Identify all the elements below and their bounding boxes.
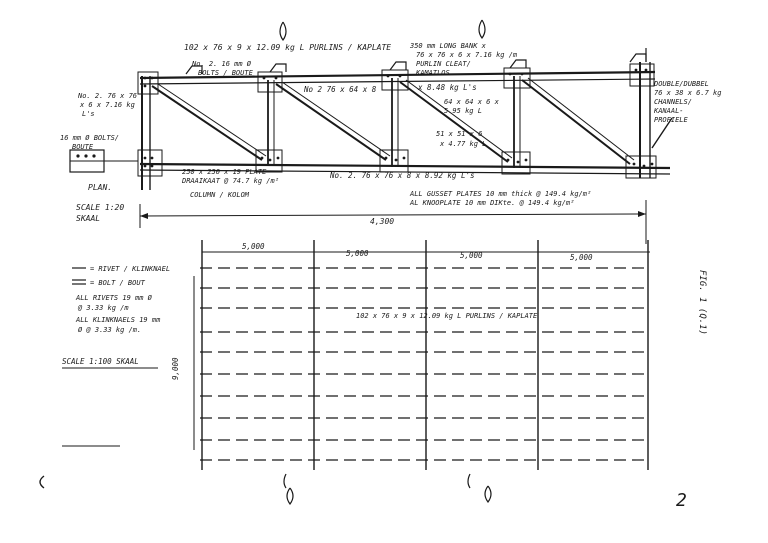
legend-rivet: = RIVET / KLINKNAEL: [90, 265, 170, 273]
plan-dim-3: 5,000: [460, 251, 483, 260]
truss-annotations: 102 x 76 x 9 x 12.09 kg L PURLINS / KAPL…: [60, 42, 721, 226]
top-purlin-label: 102 x 76 x 9 x 12.09 kg L PURLINS / KAPL…: [184, 43, 391, 52]
plan-label: PLAN.: [88, 183, 112, 192]
corner-mark: [39, 475, 45, 489]
left-bolts-label-1: 16 mm Ø BOLTS/: [60, 134, 119, 142]
plan-view: [62, 240, 650, 506]
top-member-label: No 2 76 x 64 x 8: [303, 85, 377, 94]
page-number: 2: [676, 490, 687, 511]
bottom-chord-label: No. 2. 76 x 76 x 8 x 8.92 kg L's: [329, 171, 475, 180]
plate-label-2: DRAAIKAAT @ 74.7 kg /m²: [181, 177, 279, 185]
diag-51-label-b: x 4.77 kg L: [439, 140, 486, 148]
scale1-label: SCALE 1:20: [76, 203, 124, 212]
diag-64-label-b: 5.95 kg L: [444, 107, 482, 115]
cleat-label-4: KAMATLOS: [415, 69, 450, 77]
plate-label-1: 250 x 250 x 19 PLATE: [182, 168, 267, 176]
column-label: COLUMN / KOLOM: [190, 191, 250, 199]
plan-height-dim: 9,000: [171, 357, 180, 380]
rivets-note-3: ALL KLINKNAELS 19 mm: [75, 316, 161, 324]
diag-64-label: 64 x 64 x 6 x: [444, 98, 500, 106]
gusset-label-1: ALL GUSSET PLATES 10 mm thick @ 149.4 kg…: [409, 190, 591, 198]
weight-848-label: x 8.48 kg L's: [417, 83, 477, 92]
double-channel-label-5: PROFIELE: [654, 116, 689, 124]
span-dimension: 4,300: [370, 217, 394, 226]
plan-dim-4: 5,000: [570, 253, 593, 262]
rivets-note-1: ALL RIVETS 19 mm Ø: [75, 294, 153, 302]
plan-dim-1: 5,000: [242, 242, 265, 251]
cleat-label-3: PURLIN CLEAT/: [416, 60, 471, 68]
bolts-label-top-af: BOLTS / BOUTE: [198, 69, 254, 77]
rivets-note-2: @ 3.33 kg /m: [77, 304, 129, 312]
double-channel-label-1: DOUBLE/DUBBEL: [653, 80, 709, 88]
scale2-label: SCALE 1:100 SKAAL: [62, 357, 139, 366]
truss-elevation: [69, 19, 673, 244]
diag-51-label: 51 x 51 x 6: [436, 130, 482, 138]
plan-purlin-label: 102 x 76 x 9 x 12.09 kg L PURLINS / KAPL…: [356, 312, 538, 320]
scale1-label-b: SKAAL: [76, 214, 100, 223]
rivets-note-4: Ø @ 3.33 kg /m.: [78, 326, 141, 334]
bolts-label-top: No. 2. 16 mm Ø: [191, 60, 252, 68]
left-bolts-label-2: BOUTE: [72, 143, 94, 151]
double-channel-label-3: CHANNELS/: [654, 98, 692, 106]
double-channel-label-2: 76 x 38 x 6.7 kg: [654, 89, 721, 97]
gusset-label-2: AL KNOOPLATE 10 mm DIKte. @ 149.4 kg/m²: [409, 199, 574, 207]
figure-label: FIG. 1 (Q.1): [697, 270, 707, 335]
left-chord-label-3: L's: [82, 110, 95, 118]
plan-dim-2: 5,000: [346, 249, 369, 258]
double-channel-label-4: KANAAL-: [653, 107, 684, 115]
left-chord-label-2: x 6 x 7.16 kg: [79, 101, 135, 109]
left-chord-label-1: No. 2. 76 x 76: [77, 92, 137, 100]
cleat-label-1: 350 mm LONG BANK x: [409, 42, 487, 50]
cleat-label-2: 76 x 76 x 6 x 7.16 kg /m: [416, 51, 518, 59]
legend-bolt: = BOLT / BOUT: [90, 279, 146, 287]
plan-annotations: 5,000 5,000 5,000 5,000 9,000 102 x 76 x…: [62, 242, 593, 380]
